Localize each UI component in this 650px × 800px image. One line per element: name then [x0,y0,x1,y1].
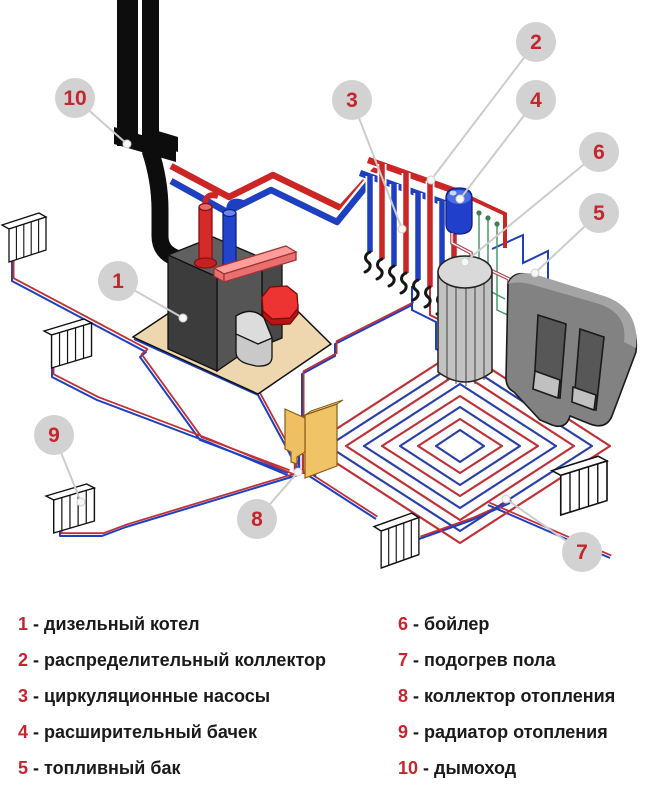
legend-label: распределительный коллектор [44,650,327,670]
legend-item: 7-подогрев пола [398,642,648,678]
legend-item: 4-расширительный бачек [18,714,378,750]
radiator [43,318,93,369]
legend-column-left: 1-дизельный котел 2-распределительный ко… [18,606,378,786]
legend-number: 8 [398,686,409,706]
callout-3: 3 [332,80,372,120]
legend-number: 4 [18,722,29,742]
diagram-canvas [1,0,638,569]
legend-dash: - [413,686,420,706]
legend-label: коллектор отопления [424,686,616,706]
heating-collector [284,399,344,479]
legend-label: расширительный бачек [44,722,257,742]
legend-dash: - [423,758,430,778]
legend-label: топливный бак [44,758,181,778]
radiator [551,455,608,516]
legend-dash: - [413,614,420,634]
callout-10: 10 [55,78,95,118]
legend-item: 1-дизельный котел [18,606,378,642]
legend-item: 6-бойлер [398,606,648,642]
legend-label: подогрев пола [424,650,556,670]
legend-dash: - [33,686,40,706]
legend-number: 7 [398,650,409,670]
legend-label: радиатор отопления [424,722,608,742]
legend-number: 10 [398,758,419,778]
legend-number: 2 [18,650,29,670]
legend-column-right: 6-бойлер 7-подогрев пола 8-коллектор ото… [398,606,648,786]
legend-item: 9-радиатор отопления [398,714,648,750]
callout-6: 6 [579,132,619,172]
radiator [45,483,96,534]
legend-item: 2-распределительный коллектор [18,642,378,678]
legend-label: бойлер [424,614,490,634]
legend-dash: - [33,758,40,778]
callout-2: 2 [516,22,556,62]
radiator [373,512,420,569]
legend-dash: - [33,722,40,742]
callout-4: 4 [516,80,556,120]
callout-5: 5 [579,193,619,233]
legend-number: 9 [398,722,409,742]
diesel-boiler [166,202,299,373]
chimney [114,0,180,266]
legend-label: дизельный котел [44,614,200,634]
legend-dash: - [413,650,420,670]
callout-9: 9 [34,415,74,455]
legend-label: циркуляционные насосы [44,686,271,706]
legend-dash: - [33,614,40,634]
legend-item: 10-дымоход [398,750,648,786]
callout-8: 8 [237,499,277,539]
fuel-tank [505,272,638,428]
callout-1: 1 [98,261,138,301]
legend-dash: - [33,650,40,670]
legend-item: 3-циркуляционные насосы [18,678,378,714]
legend-number: 6 [398,614,409,634]
callout-7: 7 [562,532,602,572]
legend-number: 3 [18,686,29,706]
radiator [1,212,47,263]
legend-number: 5 [18,758,29,778]
legend-item: 5-топливный бак [18,750,378,786]
legend-item: 8-коллектор отопления [398,678,648,714]
legend-dash: - [413,722,420,742]
legend-number: 1 [18,614,29,634]
boiler-tank [437,255,493,386]
legend-label: дымоход [434,758,517,778]
